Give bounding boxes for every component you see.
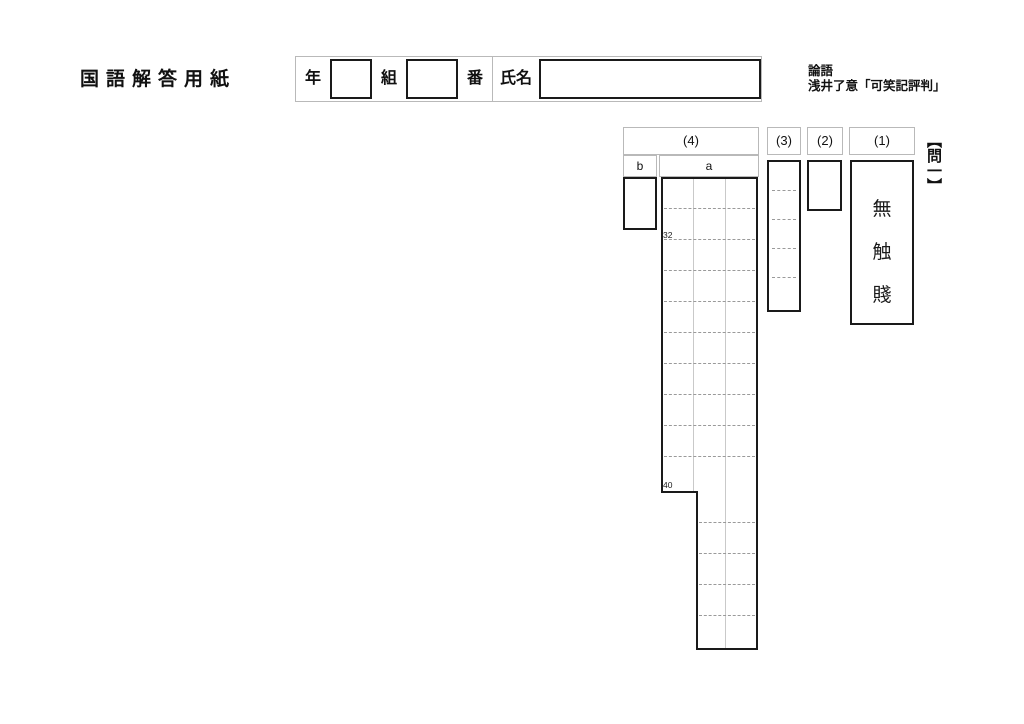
subpart-label-b: b: [623, 155, 657, 177]
grid-row-rule: [664, 270, 755, 271]
answer-box-4b[interactable]: [623, 177, 657, 230]
student-id-strip: 年 組 番 氏名: [295, 56, 763, 102]
name-label: 氏名: [500, 70, 533, 87]
grid-column-rule: [725, 177, 726, 491]
grid-row-rule: [664, 394, 755, 395]
count-mark-32: 32: [663, 230, 673, 240]
rule-line: [772, 248, 796, 249]
name-input-box[interactable]: [539, 59, 762, 99]
grid-row-rule: [699, 553, 755, 554]
page-title: 国語解答用紙: [80, 69, 237, 90]
year-input-box[interactable]: [330, 59, 373, 99]
answer-box-2[interactable]: [807, 160, 842, 211]
grid-outline-left-lower: [696, 491, 698, 650]
rule-line: [772, 277, 796, 278]
grid-row-rule: [664, 456, 755, 457]
source-credit: 論語 浅井了意「可笑記評判」: [808, 64, 946, 94]
strip-divider: [492, 56, 494, 102]
grid-row-rule: [699, 615, 755, 616]
source-line-1: 論語: [808, 64, 834, 78]
grid-row-rule: [699, 522, 755, 523]
year-label: 年: [305, 70, 322, 87]
answer-box-3[interactable]: [767, 160, 801, 312]
question-header-3: (3): [767, 127, 801, 155]
source-line-2: 浅井了意「可笑記評判」: [808, 79, 946, 93]
subpart-label-a: a: [659, 155, 759, 177]
rule-line: [772, 190, 796, 191]
grid-outline-right: [756, 177, 758, 650]
class-label: 組: [381, 70, 398, 87]
question-header-4: (4): [623, 127, 759, 155]
grid-row-rule: [664, 425, 755, 426]
class-input-box[interactable]: [406, 59, 459, 99]
grid-row-rule: [664, 208, 755, 209]
grid-column-rule: [693, 177, 694, 491]
grid-outline-top: [661, 177, 758, 179]
sheet-header: 国語解答用紙 年 組 番 氏名 論語 浅井了意「可笑記評判」: [0, 56, 1024, 104]
question-header-1: (1): [849, 127, 915, 155]
count-mark-40: 40: [663, 480, 673, 490]
grid-column-rule: [725, 491, 726, 648]
number-label: 番: [467, 70, 484, 87]
composition-grid-lower[interactable]: [696, 491, 758, 648]
rule-line: [772, 219, 796, 220]
composition-grid-upper[interactable]: [661, 177, 758, 491]
kanji-char-3: 賤: [872, 284, 892, 306]
answer-box-1[interactable]: 無 触 賤: [850, 160, 914, 325]
grid-row-rule: [664, 301, 755, 302]
grid-outline-step: [661, 491, 698, 493]
section-label-mon-1: 【問一】: [925, 133, 942, 193]
grid-outline-bottom: [696, 648, 758, 650]
grid-row-rule: [664, 363, 755, 364]
grid-row-rule: [699, 584, 755, 585]
grid-row-rule: [664, 239, 755, 240]
question-header-2: (2): [807, 127, 843, 155]
kanji-char-1: 無: [872, 198, 892, 220]
kanji-char-2: 触: [872, 241, 892, 263]
grid-row-rule: [664, 332, 755, 333]
grid-outline-left-upper: [661, 177, 663, 493]
